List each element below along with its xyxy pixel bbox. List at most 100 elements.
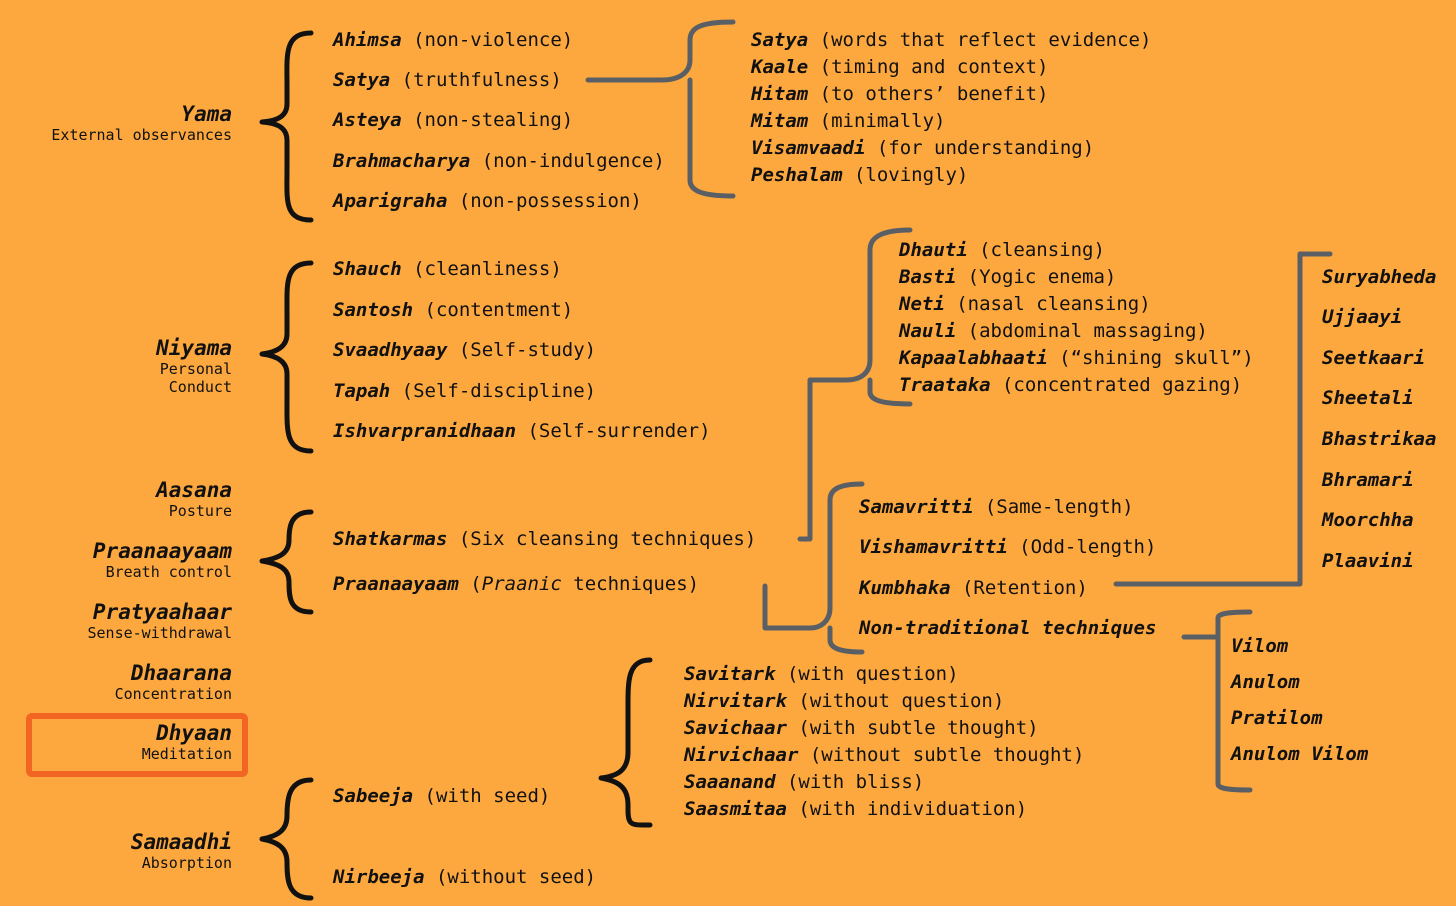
shatkarma-item-gloss: (nasal cleansing) (956, 293, 1151, 315)
limb-name: Niyama (156, 336, 232, 360)
yama-item-gloss: (non-violence) (413, 29, 574, 51)
limb-name: Yama (181, 102, 232, 126)
niyama-item-gloss: (cleanliness) (413, 258, 562, 280)
yama-item-gloss: (non-possession) (458, 190, 642, 212)
sabeeja-item: Savichaar (with subtle thought) (684, 717, 1039, 739)
limb-subtitle: Meditation (141, 745, 232, 763)
limb-subtitle: Posture (168, 502, 232, 520)
non-traditional-item: Pratilom (1231, 707, 1323, 729)
samaadhi-item: Nirbeeja (without seed) (333, 866, 596, 888)
yama-item-gloss: (truthfulness) (401, 69, 562, 91)
non-traditional-item-term: Anulom (1231, 671, 1300, 693)
yama-item-gloss: (non-stealing) (413, 109, 574, 131)
non-traditional-item: Anulom (1231, 671, 1300, 693)
shatkarma-item-term: Dhauti (899, 239, 968, 261)
kumbhaka-item-term: Ujjaayi (1322, 306, 1403, 328)
pranayama-type-gloss: (Odd-length) (1019, 536, 1157, 558)
niyama-item: Santosh (contentment) (333, 299, 573, 321)
shatkarma-item-term: Traataka (899, 374, 991, 396)
yama-item-term: Satya (333, 69, 391, 91)
satya-item-term: Mitam (751, 110, 809, 132)
kumbhaka-item-term: Sheetali (1322, 387, 1414, 409)
satya-item: Peshalam (lovingly) (751, 164, 968, 186)
sabeeja-brace (598, 657, 653, 828)
satya-item-gloss: (for understanding) (876, 137, 1095, 159)
satya-connector (585, 19, 736, 199)
yama-item: Asteya (non-stealing) (333, 109, 573, 131)
sabeeja-item-gloss: (with subtle thought) (798, 717, 1039, 739)
samaadhi-item-term: Nirbeeja (333, 866, 425, 888)
sabeeja-item: Saaanand (with bliss) (684, 771, 924, 793)
shatkarma-item: Dhauti (cleansing) (899, 239, 1105, 261)
limb-subtitle: External observances (51, 126, 232, 144)
sabeeja-item: Nirvichaar (without subtle thought) (684, 744, 1084, 766)
sabeeja-item-term: Saasmitaa (684, 798, 787, 820)
sabeeja-item-term: Savitark (684, 663, 776, 685)
sabeeja-item-gloss: (without question) (798, 690, 1005, 712)
limb-subtitle: Breath control (105, 563, 232, 581)
practice-praanaayaam: Praanaayaam (Praanic techniques) (333, 573, 699, 595)
pranayama-type-term: Samavritti (859, 496, 974, 518)
satya-item: Hitam (to others’ benefit) (751, 83, 1048, 105)
limb-name: Dhyaan (156, 721, 232, 745)
sabeeja-item: Saasmitaa (with individuation) (684, 798, 1027, 820)
pranayama-type-gloss: (Retention) (961, 577, 1088, 599)
shatkarma-item-term: Neti (899, 293, 945, 315)
gloss-post: techniques) (561, 573, 700, 595)
kumbhaka-item: Plaavini (1322, 550, 1414, 572)
sabeeja-item-gloss: (with bliss) (786, 771, 925, 793)
shatkarma-item-gloss: (abdominal massaging) (967, 320, 1208, 342)
niyama-item-term: Ishvarpranidhaan (333, 420, 517, 442)
samaadhi-brace (259, 777, 314, 901)
non-traditional-item-term: Anulom Vilom (1231, 743, 1369, 765)
niyama-item-gloss: (contentment) (424, 299, 574, 321)
yama-item: Ahimsa (non-violence) (333, 29, 573, 51)
kumbhaka-item-term: Seetkaari (1322, 347, 1425, 369)
limb-subtitle: Concentration (114, 685, 232, 703)
sabeeja-item-term: Nirvitark (684, 690, 787, 712)
yama-item: Satya (truthfulness) (333, 69, 562, 91)
niyama-item: Shauch (cleanliness) (333, 258, 562, 280)
kumbhaka-item: Bhramari (1322, 469, 1414, 491)
kumbhaka-item: Seetkaari (1322, 347, 1425, 369)
practice-shatkarmas: Shatkarmas (Six cleansing techniques) (333, 528, 756, 550)
samaadhi-item-term: Sabeeja (333, 785, 414, 807)
pranayama-type: Kumbhaka (Retention) (859, 577, 1088, 599)
practice-praanaayaam-term: Praanaayaam (333, 573, 459, 595)
shatkarma-item: Nauli (abdominal massaging) (899, 320, 1208, 342)
shatkarma-item: Basti (Yogic enema) (899, 266, 1116, 288)
pranayama-type-term: Non-traditional techniques (859, 617, 1157, 639)
pranayama-type: Non-traditional techniques (859, 617, 1156, 639)
pranayama-type: Samavritti (Same-length) (859, 496, 1134, 518)
non-traditional-item-term: Vilom (1231, 635, 1289, 657)
satya-item: Kaale (timing and context) (751, 56, 1048, 78)
satya-item-gloss: (timing and context) (819, 56, 1049, 78)
yama-item-term: Aparigraha (333, 190, 448, 212)
limb-name: Aasana (156, 478, 232, 502)
samaadhi-item-gloss: (without seed) (435, 866, 597, 888)
pranayama-type: Vishamavritti (Odd-length) (859, 536, 1156, 558)
pranayama-type-gloss: (Same-length) (984, 496, 1134, 518)
niyama-item-term: Shauch (333, 258, 402, 280)
kumbhaka-item-term: Plaavini (1322, 550, 1414, 572)
niyama-item: Tapah (Self-discipline) (333, 380, 596, 402)
yama-item-term: Asteya (333, 109, 402, 131)
satya-item-gloss: (words that reflect evidence) (819, 29, 1152, 51)
kumbhaka-item-term: Bhastrikaa (1322, 428, 1437, 450)
practice-shatkarmas-term: Shatkarmas (333, 528, 448, 550)
niyama-item-term: Tapah (333, 380, 391, 402)
non-traditional-item-term: Pratilom (1231, 707, 1323, 729)
shatkarma-item-gloss: (Yogic enema) (967, 266, 1117, 288)
satya-item-term: Kaale (751, 56, 809, 78)
satya-item-gloss: (minimally) (819, 110, 946, 132)
shatkarma-item-term: Kapaalabhaati (899, 347, 1048, 369)
shatkarma-item-gloss: (cleansing) (979, 239, 1105, 261)
non-traditional-connector (1181, 609, 1253, 793)
yama-item: Aparigraha (non-possession) (333, 190, 642, 212)
niyama-item-gloss: (Self-surrender) (527, 420, 711, 442)
